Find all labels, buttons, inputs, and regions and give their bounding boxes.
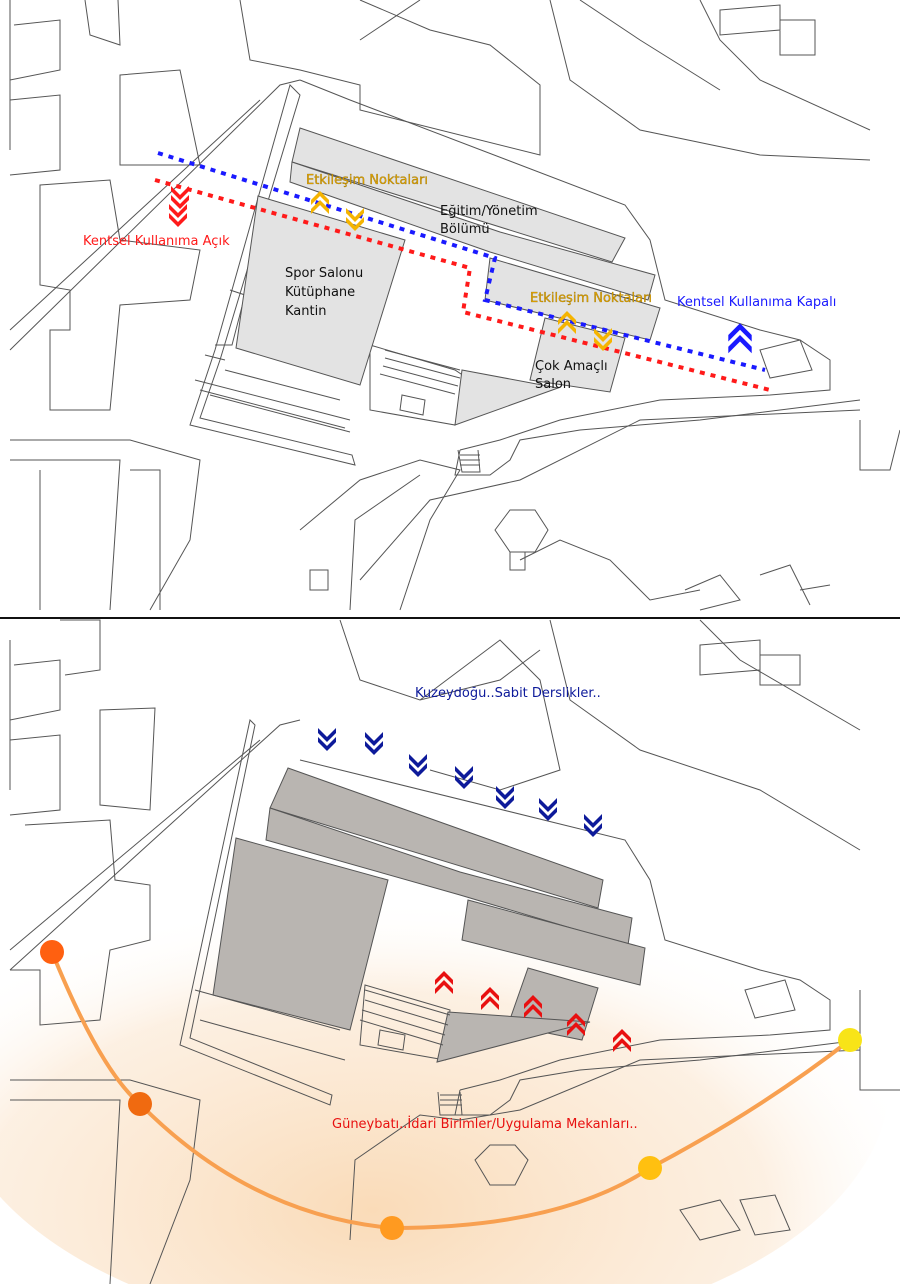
northeast-chevron-icon: [539, 798, 557, 821]
closed-path-line: [157, 151, 766, 372]
open-chevron-icon: [169, 204, 187, 227]
buildings-bottom: [212, 767, 646, 1106]
closed-use-label: Kentsel Kullanıma Kapalı: [677, 295, 836, 310]
paths: [154, 151, 771, 392]
top-labels: Kentsel Kullanıma Açık Kentsel Kullanıma…: [83, 173, 836, 392]
multipurpose-label-line1: Çok Amaçlı: [535, 359, 608, 374]
northeast-label: Kuzeydoğu..Sabit Derslikler..: [415, 686, 601, 701]
triangle-block: [454, 369, 560, 426]
bottom-panel: Kuzeydoğu..Sabit Derslikler.. Güneybatı.…: [0, 619, 900, 1284]
education-block: [269, 767, 604, 909]
multipurpose-label-line2: Salon: [535, 377, 571, 392]
education-label-line1: Eğitim/Yönetim: [440, 204, 538, 219]
sports-hall-block: [212, 837, 389, 1031]
sun-position-marker: [838, 1028, 862, 1052]
education-block-2: [289, 161, 656, 301]
sports-label-line3: Kantin: [285, 304, 326, 319]
education-block-3: [461, 899, 646, 986]
sun-position-marker: [40, 940, 64, 964]
interaction-label-1: Etkileşim Noktaları: [306, 173, 428, 188]
context-lines-bottom: [9, 619, 900, 1284]
northeast-chevron-icon: [496, 786, 514, 809]
sun-position-marker: [638, 1156, 662, 1180]
stairs: [209, 349, 480, 466]
top-panel: Kentsel Kullanıma Açık Kentsel Kullanıma…: [9, 0, 900, 611]
open-path-line: [154, 178, 771, 392]
southwest-label: Güneybatı..İdari Birimler/Uygulama Mekan…: [332, 1116, 638, 1132]
stairs: [359, 989, 462, 1106]
northeast-chevron-icon: [318, 728, 336, 751]
sun-position-marker: [380, 1216, 404, 1240]
northeast-chevron-icon: [365, 732, 383, 755]
context-lines: [9, 0, 900, 611]
sun-position-marker: [128, 1092, 152, 1116]
education-block: [291, 127, 626, 263]
northeast-chevron-icon: [409, 754, 427, 777]
education-label-line2: Bölümü: [440, 222, 490, 237]
sports-label-line1: Spor Salonu: [285, 266, 363, 281]
sports-label-line2: Kütüphane: [285, 285, 355, 300]
open-use-label: Kentsel Kullanıma Açık: [83, 234, 230, 249]
closed-chevron-icon: [728, 323, 752, 354]
triangle-block: [436, 1011, 591, 1063]
sun-arc: [40, 940, 862, 1240]
interaction-label-2: Etkileşim Noktaları: [530, 291, 652, 306]
